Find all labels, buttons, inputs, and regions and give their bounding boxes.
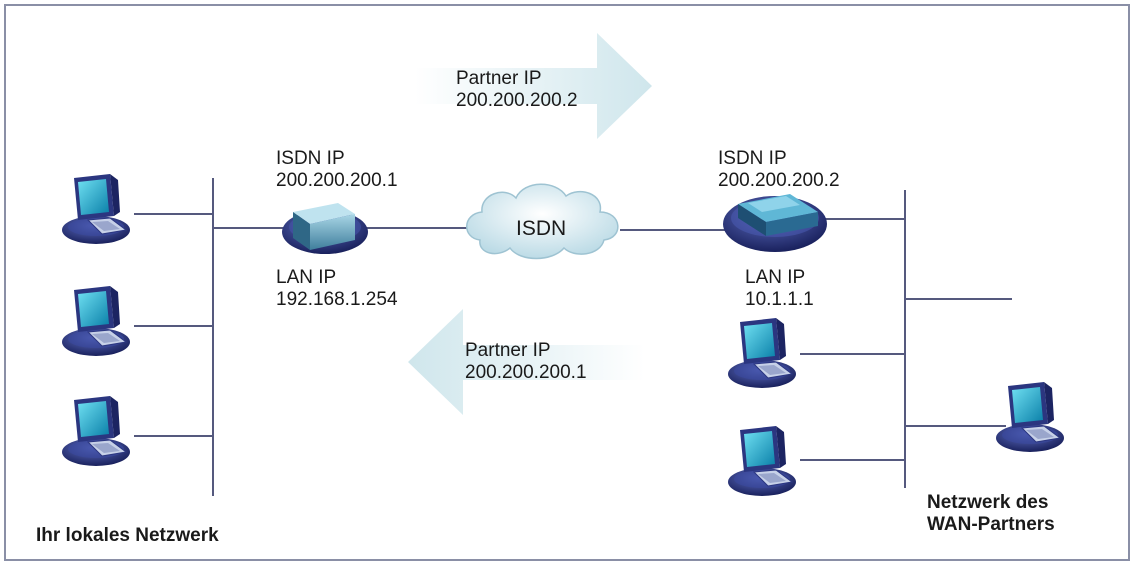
left-router-lan-line1: LAN IP — [276, 267, 337, 288]
partner-network-label: Netzwerk des WAN-Partners — [927, 492, 1055, 536]
left-router-isdn-line1: ISDN IP — [276, 148, 345, 169]
cloud-label: ISDN — [516, 217, 567, 240]
desktop-computer-icon — [61, 285, 131, 357]
right-router-lan-line2: 10.1.1.1 — [745, 289, 814, 310]
desktop-computer-icon — [61, 395, 131, 467]
local-network-label: Ihr lokales Netzwerk — [36, 525, 219, 546]
partner-network-line1: Netzwerk des — [927, 492, 1049, 513]
arrow-top-label-line2: 200.200.200.2 — [456, 90, 578, 111]
right-router-lan-line1: LAN IP — [745, 267, 806, 288]
arrow-right — [415, 33, 652, 139]
desktop-computer-icon — [995, 381, 1065, 453]
arrow-bottom-label: Partner IP 200.200.200.1 — [465, 340, 587, 384]
desktop-computer-icon — [61, 173, 131, 245]
right-router-isdn-label: ISDN IP 200.200.200.2 — [718, 148, 840, 192]
left-router-lan-line2: 192.168.1.254 — [276, 289, 398, 310]
arrow-left — [408, 309, 645, 415]
arrow-top-label-line1: Partner IP — [456, 68, 542, 89]
right-router-isdn-line1: ISDN IP — [718, 148, 787, 169]
left-router-isdn-label: ISDN IP 200.200.200.1 — [276, 148, 398, 192]
desktop-computer-icon — [727, 425, 797, 497]
arrow-top-label: Partner IP 200.200.200.2 — [456, 68, 578, 112]
right-router-lan-label: LAN IP 10.1.1.1 — [745, 267, 814, 311]
isdn-cloud-icon — [466, 183, 619, 260]
router-icon — [282, 203, 368, 254]
left-router-isdn-line2: 200.200.200.1 — [276, 170, 398, 191]
right-router-isdn-line2: 200.200.200.2 — [718, 170, 840, 191]
router-icon — [723, 194, 827, 252]
partner-network-line2: WAN-Partners — [927, 514, 1055, 535]
desktop-computer-icon — [727, 317, 797, 389]
arrow-bottom-label-line2: 200.200.200.1 — [465, 362, 587, 383]
arrow-bottom-label-line1: Partner IP — [465, 340, 551, 361]
left-router-lan-label: LAN IP 192.168.1.254 — [276, 267, 398, 311]
